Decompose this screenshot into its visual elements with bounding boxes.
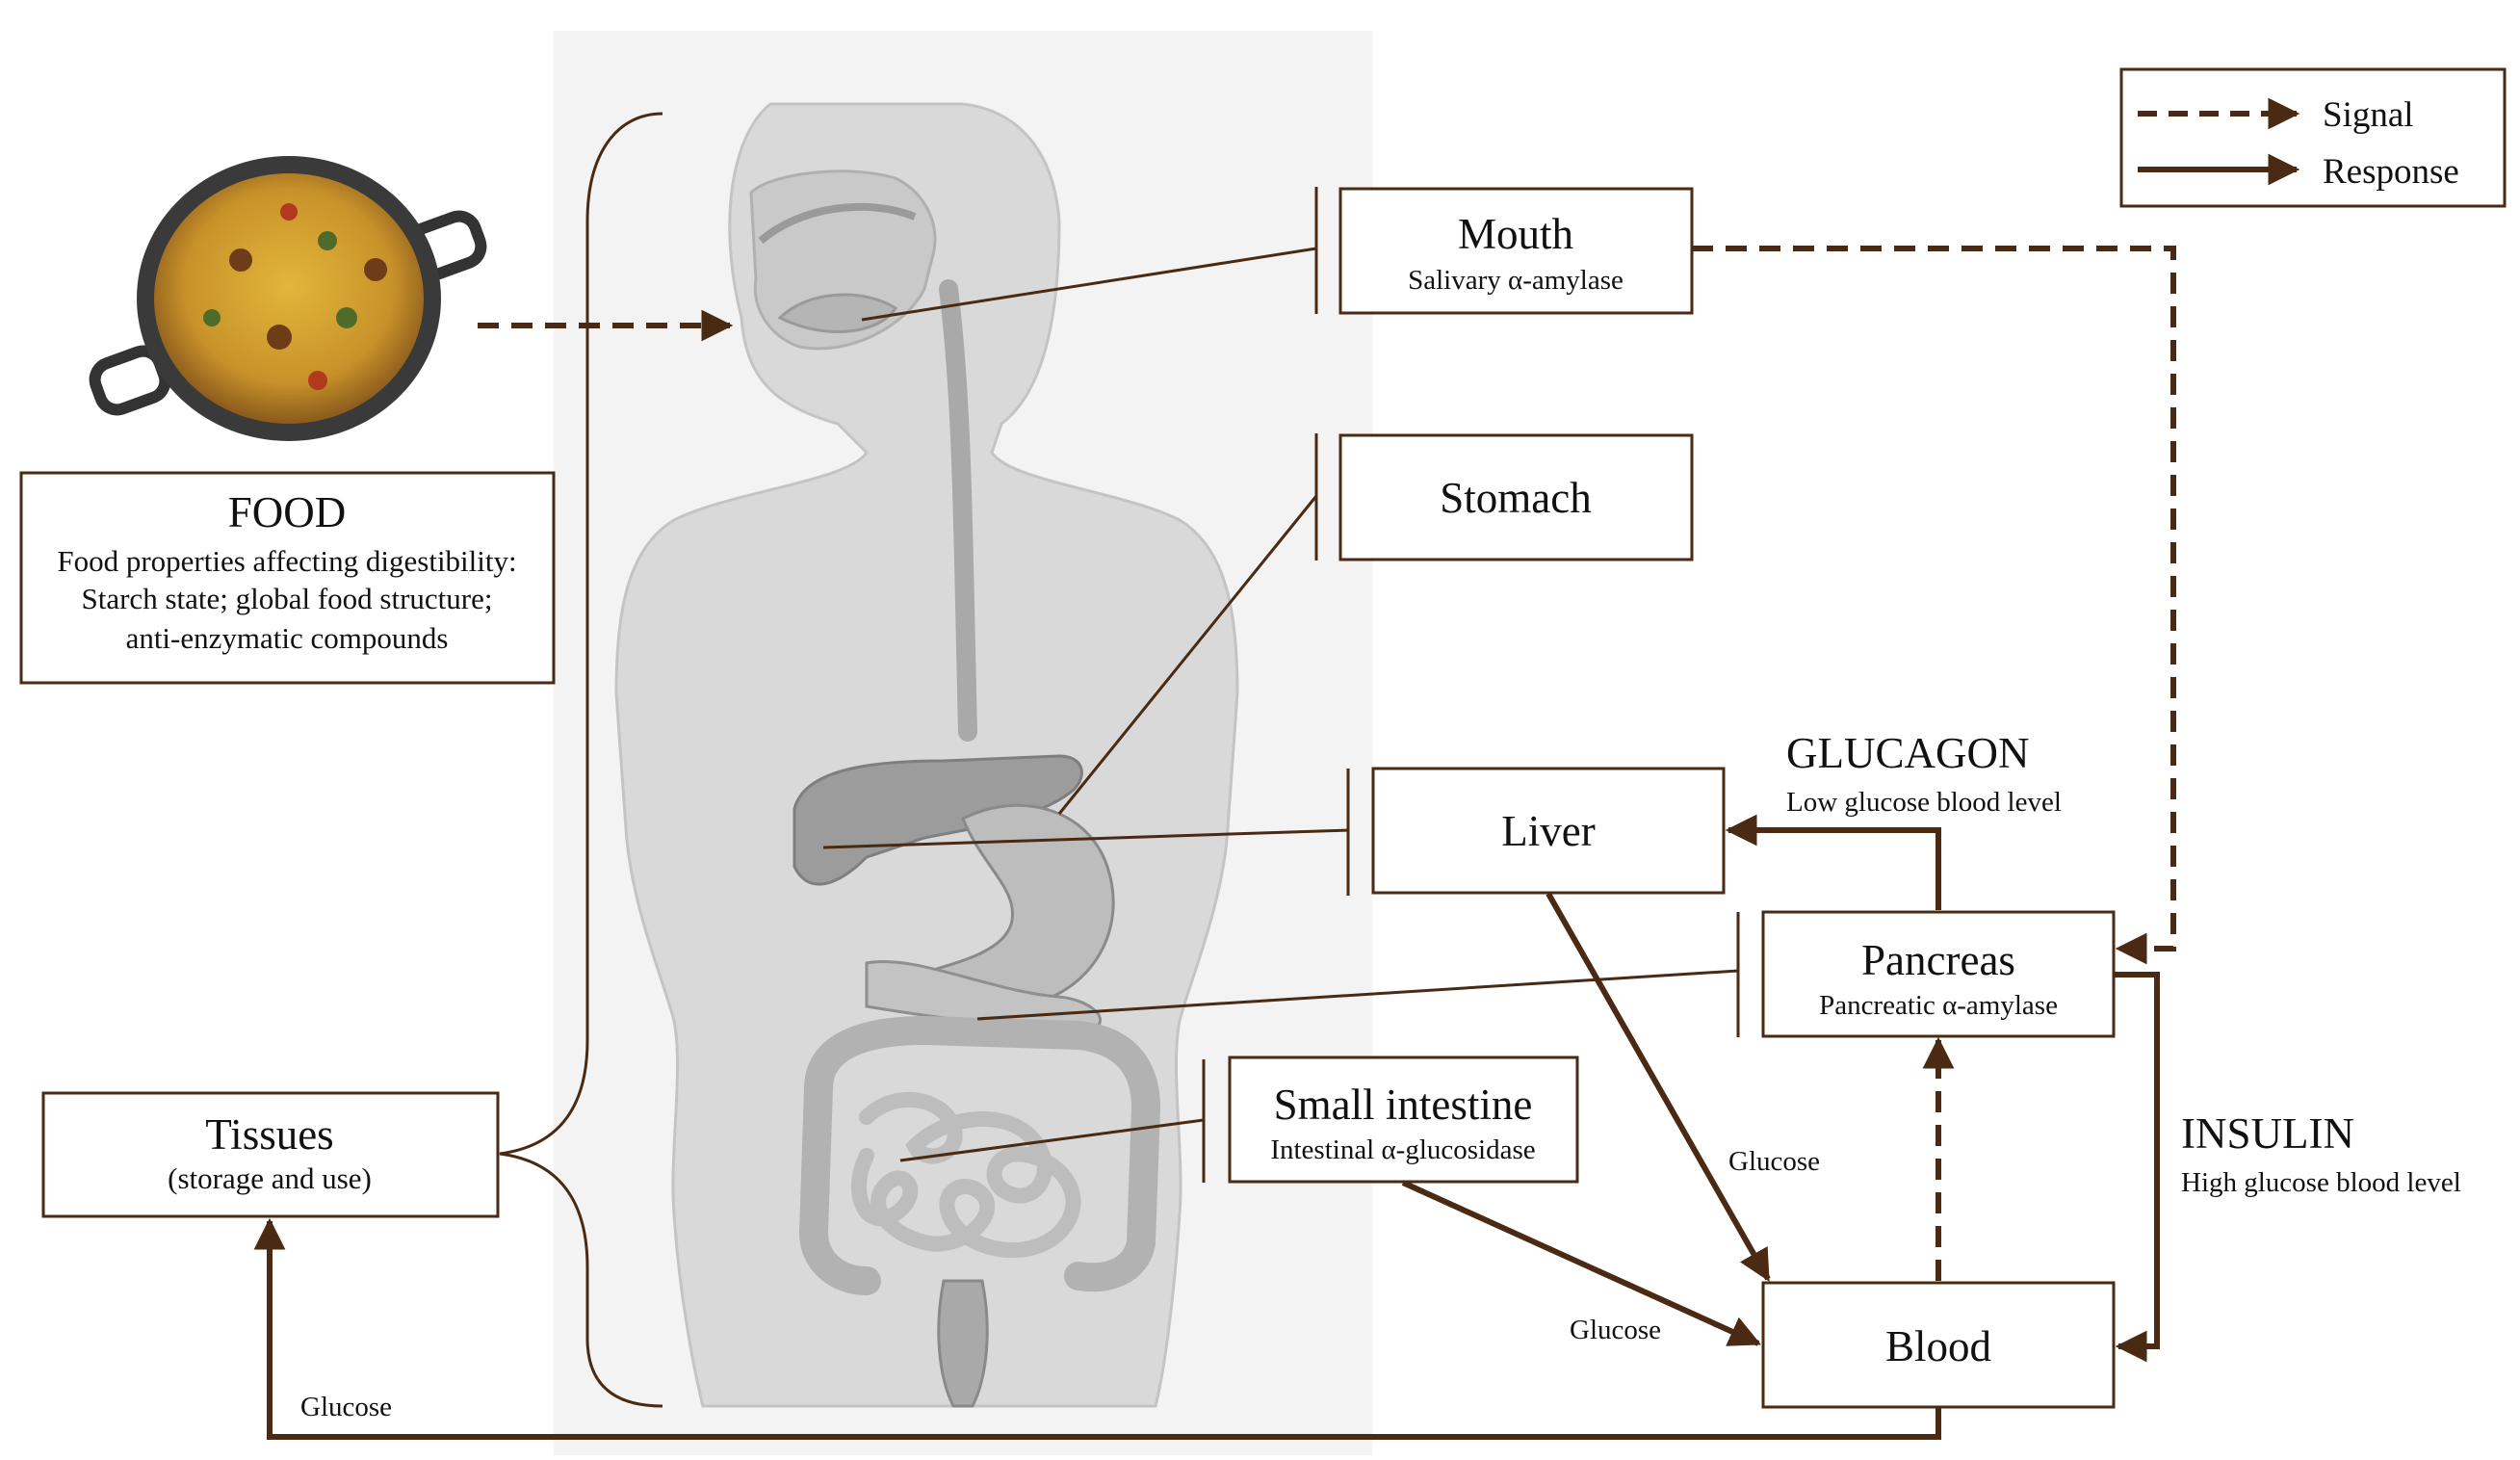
body-brace [499, 112, 663, 1408]
stomach-box: Stomach [1314, 433, 1694, 561]
response-liver-to-blood [1546, 892, 1771, 1282]
signal-arrows [478, 246, 2176, 1281]
food-title: FOOD [228, 488, 347, 536]
food-topping [203, 309, 221, 326]
food-line-2: Starch state; global food structure; [82, 582, 493, 615]
food-topping [267, 325, 292, 350]
food-box: FOOD Food properties affecting digestibi… [19, 471, 556, 685]
legend: Signal Response [2119, 67, 2507, 208]
food-line-3: anti-enzymatic compounds [126, 621, 449, 655]
food-image [89, 156, 487, 441]
small-intestine-title: Small intestine [1274, 1081, 1533, 1129]
insulin-title: INSULIN [2181, 1109, 2354, 1158]
esophagus [939, 279, 977, 742]
legend-signal-label: Signal [2323, 95, 2414, 135]
food-topping [364, 258, 387, 281]
ascending-colon [798, 1074, 881, 1295]
food-topping [308, 371, 327, 390]
tissues-box-frame [41, 1091, 500, 1218]
signal-mouth-to-pancreas [1692, 246, 2176, 965]
stomach-box-frame [1338, 433, 1694, 561]
legend-response-label: Response [2323, 152, 2459, 192]
glucose-label-tissues: Glucose [300, 1392, 392, 1422]
glucose-label-liver: Glucose [1728, 1146, 1820, 1177]
legend-box [2119, 67, 2507, 208]
rectum [937, 1279, 989, 1408]
paella [154, 173, 424, 424]
leader-lines [822, 247, 1739, 1162]
pancreas-box: Pancreas Pancreatic α-amylase [1736, 910, 2116, 1038]
liver-organ [792, 754, 1083, 886]
tissues-subtitle: (storage and use) [168, 1161, 372, 1195]
glucose-label-intestine: Glucose [1570, 1315, 1661, 1345]
food-topping [336, 307, 357, 328]
food-topping [229, 248, 252, 272]
tongue [777, 293, 898, 333]
blood-box: Blood [1761, 1281, 2116, 1409]
blood-title: Blood [1885, 1322, 1991, 1370]
glucagon-title: GLUCAGON [1786, 729, 2030, 777]
pancreas-title: Pancreas [1861, 936, 2015, 984]
body-silhouette [614, 102, 1239, 1408]
liver-box: Liver [1346, 767, 1726, 896]
leader-mouth [861, 247, 1317, 322]
tissues-box: Tissues (storage and use) [41, 1091, 500, 1218]
response-intestine-to-blood [1401, 1180, 1762, 1346]
pancreas-subtitle: Pancreatic α-amylase [1819, 990, 2058, 1021]
food-box-frame [19, 471, 556, 685]
response-pancreas-to-blood [2115, 972, 2160, 1363]
leader-pancreas [976, 969, 1739, 1021]
blood-box-frame [1761, 1281, 2116, 1409]
food-line-1: Food properties affecting digestibility: [57, 544, 516, 578]
response-blood-to-tissues [253, 1217, 1941, 1440]
tissues-title: Tissues [205, 1110, 333, 1159]
small-intestine-organ [851, 1091, 1081, 1259]
mouth-subtitle: Salivary α-amylase [1408, 265, 1624, 296]
small-intestine-subtitle: Intestinal α-glucosidase [1270, 1134, 1535, 1165]
glucagon-subtitle: Low glucose blood level [1786, 787, 2062, 818]
anatomy-illustration [554, 31, 1372, 1455]
insulin-subtitle: High glucose blood level [2181, 1167, 2461, 1198]
mouth-title: Mouth [1458, 210, 1573, 258]
large-intestine [804, 1015, 1161, 1292]
liver-title: Liver [1501, 807, 1595, 855]
leader-stomach [1057, 495, 1318, 815]
mouth-box: Mouth Salivary α-amylase [1314, 187, 1694, 315]
mouth-box-frame [1338, 187, 1694, 315]
food-topping [318, 231, 337, 250]
liver-box-frame [1371, 767, 1726, 895]
response-pancreas-to-liver [1725, 814, 1941, 910]
stomach-title: Stomach [1440, 474, 1591, 522]
pancreas-box-frame [1761, 910, 2116, 1038]
leader-small-intestine [899, 1118, 1205, 1162]
response-arrows [253, 814, 2160, 1440]
small-intestine-box: Small intestine Intestinal α-glucosidase [1202, 1056, 1579, 1184]
leader-liver [822, 828, 1349, 849]
nasal-cavity [758, 202, 917, 245]
food-topping [280, 203, 298, 221]
